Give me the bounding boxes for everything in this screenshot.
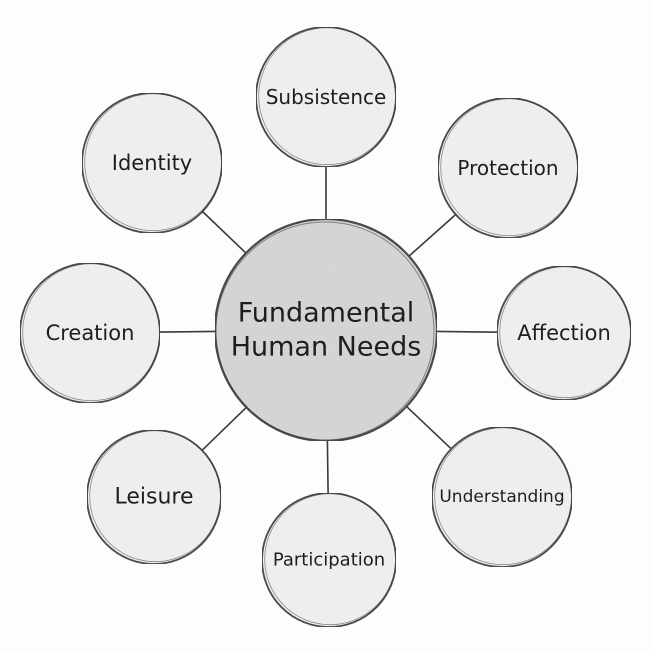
- need-circle-sketch-participation: [264, 493, 397, 626]
- need-label-identity: Identity: [112, 151, 192, 175]
- need-node-participation: Participation: [261, 492, 397, 628]
- connector-understanding: [405, 405, 453, 450]
- need-node-affection: Affection: [496, 265, 632, 401]
- need-label-affection: Affection: [517, 321, 611, 345]
- connector-leisure: [201, 406, 248, 452]
- connector-lines: [159, 166, 498, 494]
- need-label-protection: Protection: [457, 156, 558, 180]
- need-node-subsistence: Subsistence: [255, 26, 397, 168]
- connector-identity: [201, 210, 247, 254]
- need-node-creation: Creation: [19, 262, 161, 404]
- need-circle-sketch-subsistence: [258, 27, 397, 166]
- need-circle-sketch-leisure: [89, 430, 222, 563]
- connector-protection: [408, 213, 457, 258]
- need-circle-sketch-affection: [499, 266, 632, 399]
- connector-creation: [159, 330, 216, 333]
- center-title-line-2: Human Needs: [231, 332, 422, 363]
- need-node-protection: Protection: [437, 97, 579, 239]
- connector-affection: [436, 330, 498, 334]
- need-circle-sketch-creation: [22, 263, 161, 402]
- need-node-understanding: Understanding: [431, 426, 573, 568]
- need-node-identity: Identity: [81, 92, 223, 234]
- center-circle: [213, 217, 439, 443]
- need-label-subsistence: Subsistence: [266, 85, 387, 109]
- need-circle-sketch-protection: [440, 98, 579, 237]
- need-label-leisure: Leisure: [114, 485, 193, 510]
- need-label-understanding: Understanding: [439, 487, 564, 507]
- center-title-line-1: Fundamental: [238, 298, 415, 329]
- need-label-creation: Creation: [46, 321, 135, 345]
- center-circle-sketch: [215, 221, 435, 441]
- need-circle-sketch-understanding: [434, 427, 573, 566]
- need-node-leisure: Leisure: [86, 429, 222, 565]
- connector-participation: [326, 440, 329, 494]
- need-label-participation: Participation: [273, 550, 385, 571]
- need-nodes: SubsistenceProtectionAffectionUnderstand…: [19, 26, 632, 628]
- need-circle-sketch-identity: [84, 93, 223, 232]
